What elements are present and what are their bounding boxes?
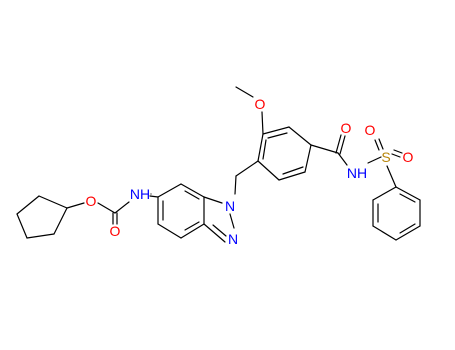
indazole-n2-label: N [228,231,238,247]
methylene-bridge [234,160,259,195]
sulfonyl-oxygen-left-label: O [365,122,376,138]
indazole-n1-label: N [225,198,235,214]
carbamate-carbonyl-oxygen-label: O [110,223,121,239]
sulfonamide-nh-label: NH [347,165,367,181]
ester-oxygen-label: O [86,193,97,209]
sulfonyl-oxygen-right-label: O [403,149,414,165]
methoxy-group [235,86,264,135]
amide-oxygen-label: O [341,120,352,136]
sulfur-label: S [381,149,390,165]
phenyl-ring [372,186,421,241]
indazole-pyrazole-ring [203,196,235,243]
central-benzene-ring [257,126,312,181]
methoxy-oxygen-label: O [255,96,266,112]
acylsulfonamide-group [310,134,403,188]
carbamate-nh-label: NH [130,186,150,202]
cyclopentyl-ring [16,195,68,239]
indazole-benzene-ring [157,183,205,239]
carbamate-group [66,195,159,225]
